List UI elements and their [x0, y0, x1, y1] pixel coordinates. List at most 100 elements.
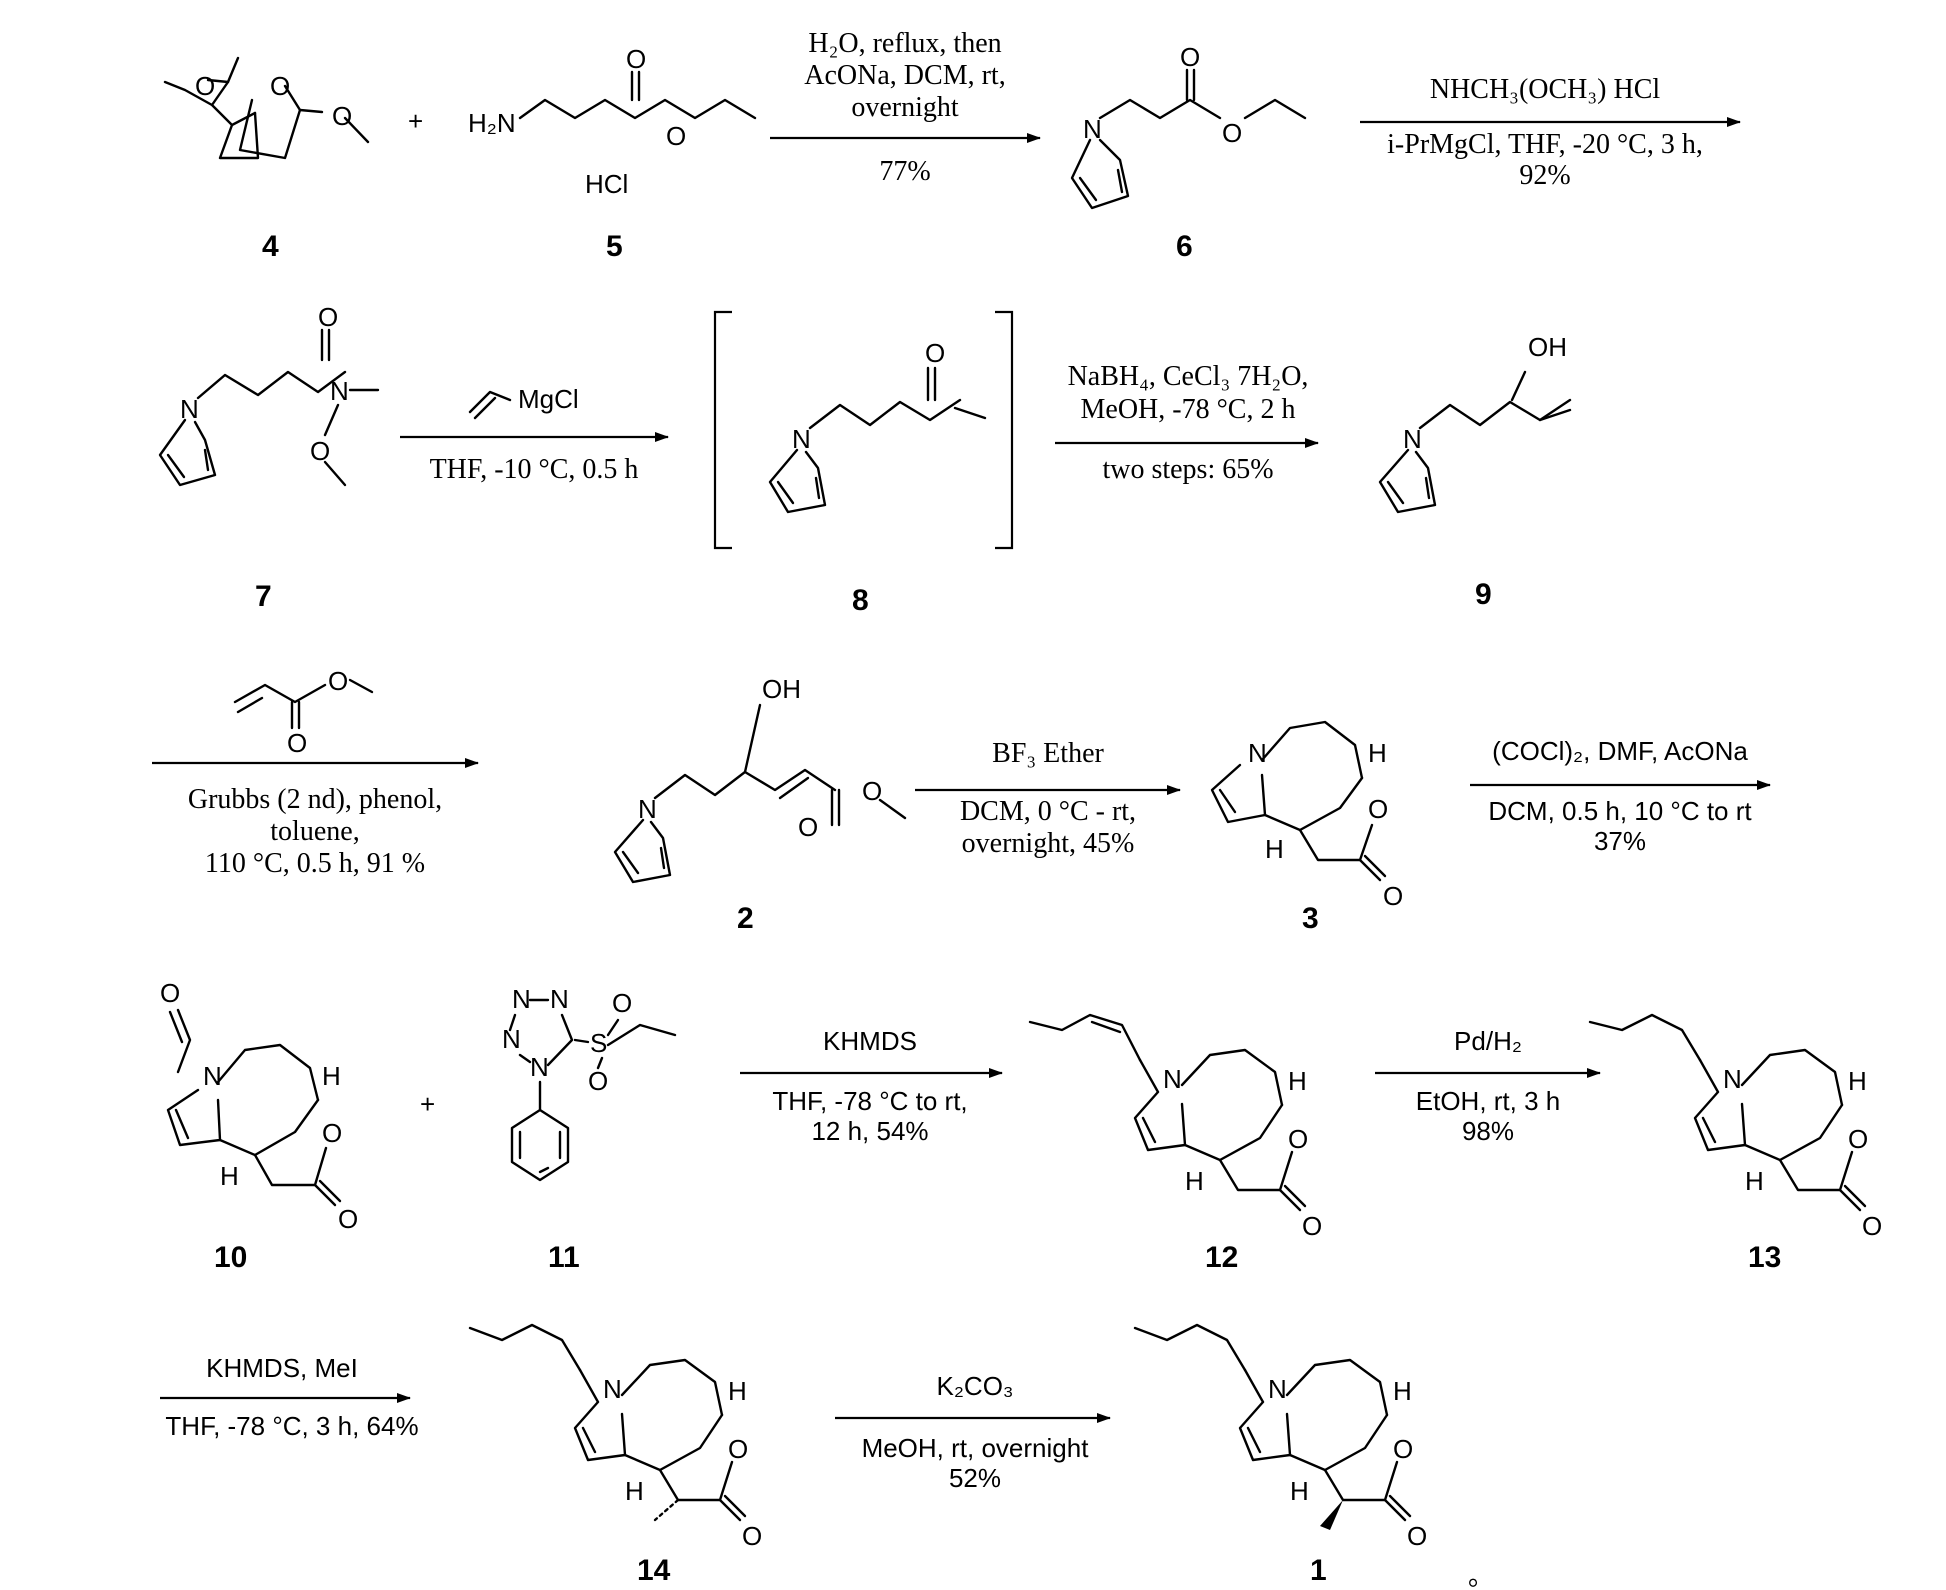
atom-n: N — [638, 794, 657, 824]
structure-13: N O O H H — [1588, 1013, 1882, 1241]
compound-label-2: 2 — [737, 902, 754, 935]
step3-cond: THF, -10 °C, 0.5 h — [430, 454, 639, 485]
atom-o: O — [332, 101, 352, 131]
atom-h: H — [1265, 834, 1284, 864]
compound-label-10: 10 — [214, 1241, 247, 1274]
step9-yield: 98% — [1462, 1116, 1514, 1146]
atom-o: O — [728, 1434, 748, 1464]
step10-cond: THF, -78 °C, 3 h, 64% — [165, 1411, 418, 1441]
atom-o: O — [160, 978, 180, 1008]
step7-reagent: (COCl)₂, DMF, AcONa — [1492, 736, 1748, 766]
atom-n: N — [1723, 1064, 1742, 1094]
step1-yield: 77% — [879, 156, 930, 187]
step7-cond: DCM, 0.5 h, 10 °C to rt — [1488, 796, 1752, 826]
atom-h: H — [1185, 1166, 1204, 1196]
atom-o: O — [626, 44, 646, 74]
atom-n: N — [1083, 114, 1102, 144]
structure-1: N O O H H — [1133, 1323, 1427, 1551]
atom-h: H — [728, 1376, 747, 1406]
compound-label-1: 1 — [1310, 1554, 1327, 1587]
atom-o: O — [310, 436, 330, 466]
compound-label-11: 11 — [548, 1241, 580, 1274]
step6-cond-1: DCM, 0 °C - rt, — [960, 796, 1136, 827]
atom-n: N — [603, 1374, 622, 1404]
atom-h: H — [1848, 1066, 1867, 1096]
atom-h: H — [220, 1161, 239, 1191]
compound-label-3: 3 — [1302, 902, 1319, 935]
atom-o: O — [328, 666, 348, 696]
step10-reagent: KHMDS, MeI — [206, 1353, 358, 1383]
atom-h: H — [1368, 738, 1387, 768]
atom-o: O — [1383, 881, 1403, 911]
methyl-acrylate-reagent: O O — [233, 666, 374, 758]
atom-h: H — [322, 1061, 341, 1091]
step5-reagent-o: O — [287, 728, 307, 758]
atom-o: O — [1862, 1211, 1882, 1241]
atom-o: O — [270, 71, 290, 101]
atom-n: N — [550, 984, 569, 1014]
step11-cond: MeOH, rt, overnight — [862, 1433, 1090, 1463]
atom-o: O — [666, 121, 686, 151]
structure-14: N O O H H — [468, 1323, 762, 1551]
atom-h: H — [1288, 1066, 1307, 1096]
step1-cond-2: AcONa, DCM, rt, — [804, 60, 1005, 91]
hcl-salt: HCl — [585, 169, 628, 199]
structure-4: O O O — [163, 56, 370, 160]
atom-n: N — [530, 1052, 549, 1082]
structure-9: N OH — [1378, 332, 1572, 514]
compound-label-5: 5 — [606, 230, 623, 263]
atom-o: O — [1407, 1521, 1427, 1551]
compound-label-6: 6 — [1176, 230, 1193, 263]
step6-cond-2: overnight, 45% — [962, 828, 1135, 859]
structure-10: O N O O H H — [160, 978, 358, 1234]
structure-12: N O O H H — [1028, 1013, 1322, 1241]
step6-reagent: BF₃ Ether — [992, 738, 1104, 769]
atom-o: O — [1222, 118, 1242, 148]
compound-label-4: 4 — [262, 230, 279, 263]
atom-n: N — [1248, 738, 1267, 768]
step2-reagent: NHCH₃(OCH₃) HCl — [1430, 74, 1661, 105]
step2-yield: 92% — [1519, 160, 1570, 191]
step4-cond-1: NaBH₄, CeCl₃ 7H₂O, — [1068, 361, 1309, 392]
atom-n: N — [180, 394, 199, 424]
step11-yield: 52% — [949, 1463, 1001, 1493]
bracket-right — [995, 310, 1014, 550]
atom-o: O — [1288, 1124, 1308, 1154]
atom-o: O — [742, 1521, 762, 1551]
structure-8: N O — [768, 338, 987, 514]
step8-cond-2: 12 h, 54% — [811, 1116, 928, 1146]
atom-n: N — [502, 1024, 521, 1054]
step1-cond-3: overnight — [851, 92, 959, 123]
step11-reagent: K₂CO₃ — [936, 1371, 1013, 1401]
atom-n: N — [203, 1061, 222, 1091]
atom-o: O — [588, 1066, 608, 1096]
atom-n: N — [1268, 1374, 1287, 1404]
plus-sign: + — [408, 106, 423, 136]
compound-label-9: 9 — [1475, 578, 1492, 611]
atom-o: O — [1302, 1211, 1322, 1241]
plus-sign-2: + — [420, 1089, 435, 1119]
atom-h: H — [1290, 1476, 1309, 1506]
end-mark: 。 — [1468, 1561, 1494, 1590]
step7-yield: 37% — [1594, 826, 1646, 856]
bracket-left — [713, 310, 732, 550]
atom-o: O — [798, 812, 818, 842]
structure-6: N O O — [1070, 42, 1307, 210]
atom-h: H — [625, 1476, 644, 1506]
atom-o: O — [1180, 42, 1200, 72]
step4-yield: two steps: 65% — [1102, 454, 1273, 485]
vinyl-group-reagent — [468, 390, 512, 420]
structure-3: N O O H H — [1210, 720, 1403, 911]
atom-o: O — [862, 776, 882, 806]
structure-2: N OH O O — [613, 674, 907, 884]
structure-5: H₂N O O HCl — [468, 44, 757, 199]
step5-cond-3: 110 °C, 0.5 h, 91 % — [205, 848, 425, 879]
step8-reagent: KHMDS — [823, 1026, 917, 1056]
compound-label-8: 8 — [852, 584, 869, 617]
atom-oh: OH — [762, 674, 801, 704]
atom-o: O — [322, 1118, 342, 1148]
step5-cond-2: toluene, — [270, 816, 359, 847]
step9-reagent: Pd/H₂ — [1454, 1026, 1522, 1056]
